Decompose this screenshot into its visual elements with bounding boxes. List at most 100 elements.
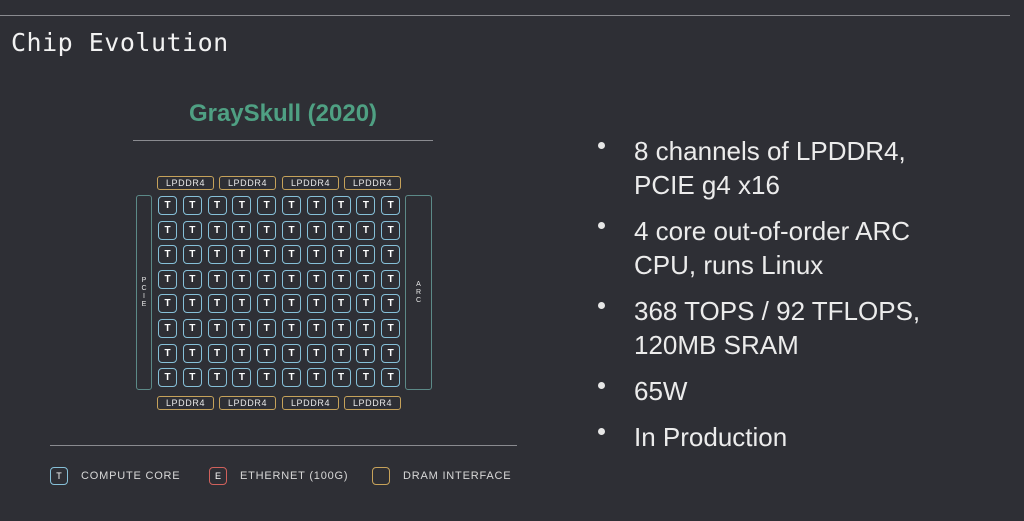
compute-core: T — [257, 294, 277, 314]
compute-core: T — [381, 319, 401, 338]
bullet-text: 4 core out-of-order ARC CPU, runs Linux — [634, 216, 911, 280]
compute-core: T — [282, 343, 301, 363]
compute-core: T — [356, 245, 376, 265]
bullet-dot-icon — [598, 142, 605, 149]
spec-bullet-list: 8 channels of LPDDR4, PCIE g4 x16 4 core … — [598, 134, 920, 466]
compute-core: T — [306, 220, 326, 240]
legend-swatch: E — [209, 467, 227, 485]
compute-core: T — [331, 220, 351, 240]
compute-core: T — [207, 294, 227, 314]
legend-item: E ETHERNET (100G) — [209, 467, 348, 485]
compute-core: T — [232, 319, 252, 338]
chip-title: GraySkull (2020) — [188, 100, 378, 127]
bullet-text: 368 TOPS / 92 TFLOPS, 120MB SRAM — [634, 296, 921, 360]
compute-core: T — [207, 269, 227, 289]
compute-core: T — [282, 319, 301, 338]
bullet-text: 65W — [634, 376, 688, 406]
bullet-dot-icon — [598, 222, 605, 229]
compute-core: T — [306, 343, 326, 363]
compute-core: T — [331, 319, 351, 338]
dram-interface: LPDDR4 — [344, 396, 401, 410]
chip-title-divider — [133, 140, 433, 141]
compute-core: T — [381, 196, 401, 215]
spec-bullet: 65W — [598, 374, 920, 408]
spec-bullet: 4 core out-of-order ARC CPU, runs Linux — [598, 214, 920, 282]
compute-core: T — [232, 294, 252, 314]
compute-core: T — [282, 294, 301, 314]
spec-bullet: In Production — [598, 420, 920, 454]
compute-core: T — [331, 294, 351, 314]
compute-core: T — [257, 269, 277, 289]
compute-core: T — [182, 245, 202, 265]
legend-label: ETHERNET (100G) — [240, 470, 349, 482]
compute-core: T — [158, 294, 177, 314]
compute-core: T — [232, 196, 252, 215]
bullet-dot-icon — [598, 382, 605, 389]
dram-interface: LPDDR4 — [157, 176, 214, 190]
compute-core: T — [356, 269, 376, 289]
legend-swatch: T — [50, 467, 68, 485]
compute-core: T — [356, 319, 376, 338]
compute-core: T — [207, 196, 227, 215]
compute-core: T — [158, 269, 177, 289]
compute-core: T — [306, 269, 326, 289]
compute-core: T — [331, 368, 351, 388]
dram-interface: LPDDR4 — [344, 176, 401, 190]
compute-core: T — [182, 368, 202, 388]
compute-core: T — [232, 245, 252, 265]
dram-interface: LPDDR4 — [282, 396, 339, 410]
compute-core: T — [331, 245, 351, 265]
legend-label: DRAM INTERFACE — [403, 470, 512, 482]
compute-core: T — [257, 196, 277, 215]
compute-core: T — [356, 343, 376, 363]
compute-core: T — [381, 343, 401, 363]
compute-core: T — [306, 368, 326, 388]
bullet-text: In Production — [634, 422, 788, 452]
dram-interface: LPDDR4 — [157, 396, 214, 410]
compute-core: T — [381, 368, 401, 388]
compute-core: T — [282, 269, 301, 289]
compute-core: T — [207, 245, 227, 265]
compute-core: T — [282, 220, 301, 240]
compute-core: T — [306, 294, 326, 314]
compute-core: T — [182, 343, 202, 363]
compute-core: T — [257, 245, 277, 265]
compute-core: T — [356, 368, 376, 388]
dram-interface: LPDDR4 — [219, 176, 276, 190]
compute-core: T — [257, 220, 277, 240]
slide-title: Chip Evolution — [11, 28, 229, 57]
compute-core: T — [207, 319, 227, 338]
compute-core: T — [232, 269, 252, 289]
compute-core: T — [381, 294, 401, 314]
compute-core: T — [207, 220, 227, 240]
compute-core: T — [182, 319, 202, 338]
compute-core: T — [207, 343, 227, 363]
compute-core: T — [158, 319, 177, 338]
compute-core: T — [381, 245, 401, 265]
bullet-dot-icon — [598, 302, 605, 309]
compute-core: T — [182, 220, 202, 240]
dram-interface: LPDDR4 — [219, 396, 276, 410]
compute-core: T — [182, 269, 202, 289]
compute-core: T — [257, 343, 277, 363]
legend-item: DRAM INTERFACE — [372, 467, 511, 485]
bullet-dot-icon — [598, 428, 605, 435]
compute-core: T — [232, 343, 252, 363]
compute-core: T — [356, 294, 376, 314]
compute-core: T — [158, 220, 177, 240]
compute-core: T — [158, 343, 177, 363]
spec-bullet: 8 channels of LPDDR4, PCIE g4 x16 — [598, 134, 920, 202]
dram-interface: LPDDR4 — [282, 176, 339, 190]
compute-core: T — [306, 196, 326, 215]
compute-core: T — [232, 368, 252, 388]
compute-core: T — [207, 368, 227, 388]
compute-core: T — [232, 220, 252, 240]
compute-core: T — [182, 294, 202, 314]
compute-core: T — [282, 196, 301, 215]
compute-core: T — [282, 368, 301, 388]
legend-divider — [50, 445, 517, 446]
